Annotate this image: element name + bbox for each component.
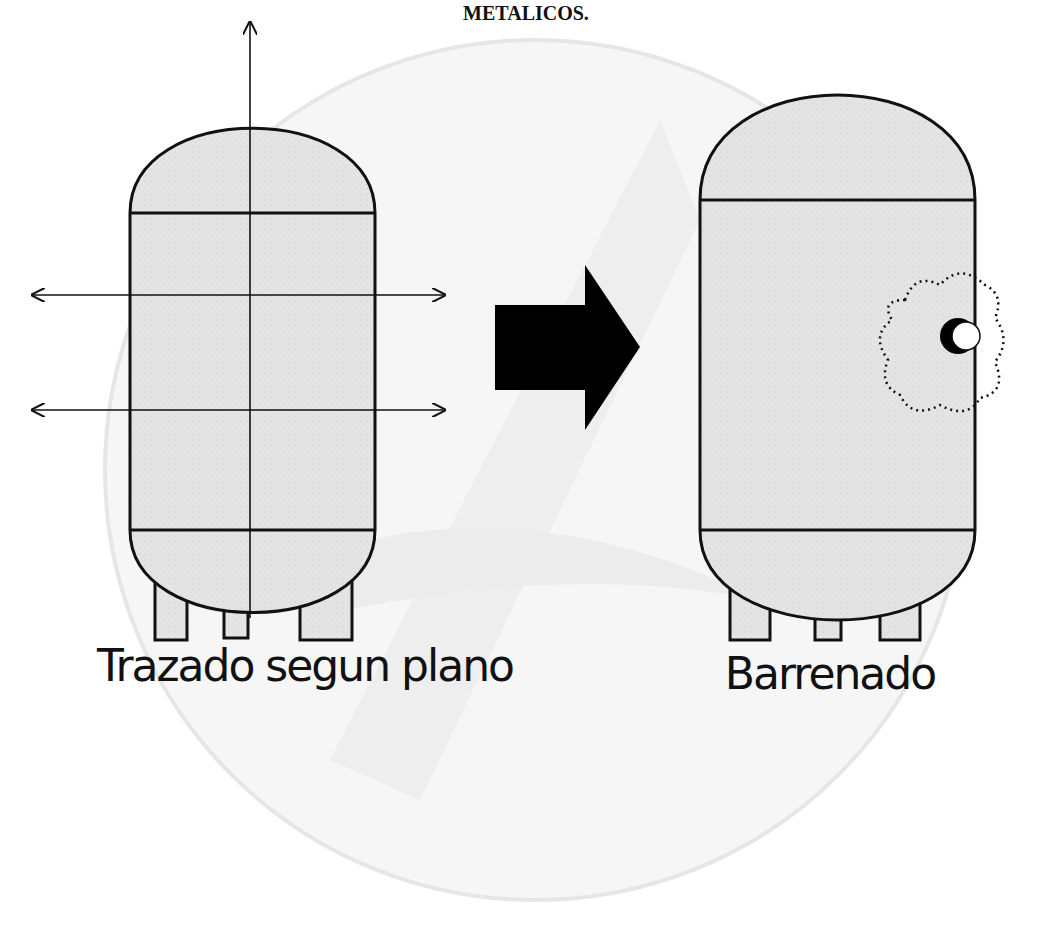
right-vessel [700,95,975,640]
step-label: Barrenado [725,648,935,699]
process-arrow [495,265,640,430]
page-heading: METALICOS. [463,2,589,25]
layout-lines [32,22,445,618]
drilled-hole [940,318,980,354]
left-vessel [130,128,375,640]
step-label: Trazado segun plano [97,640,513,691]
drill-zone [880,274,1004,412]
